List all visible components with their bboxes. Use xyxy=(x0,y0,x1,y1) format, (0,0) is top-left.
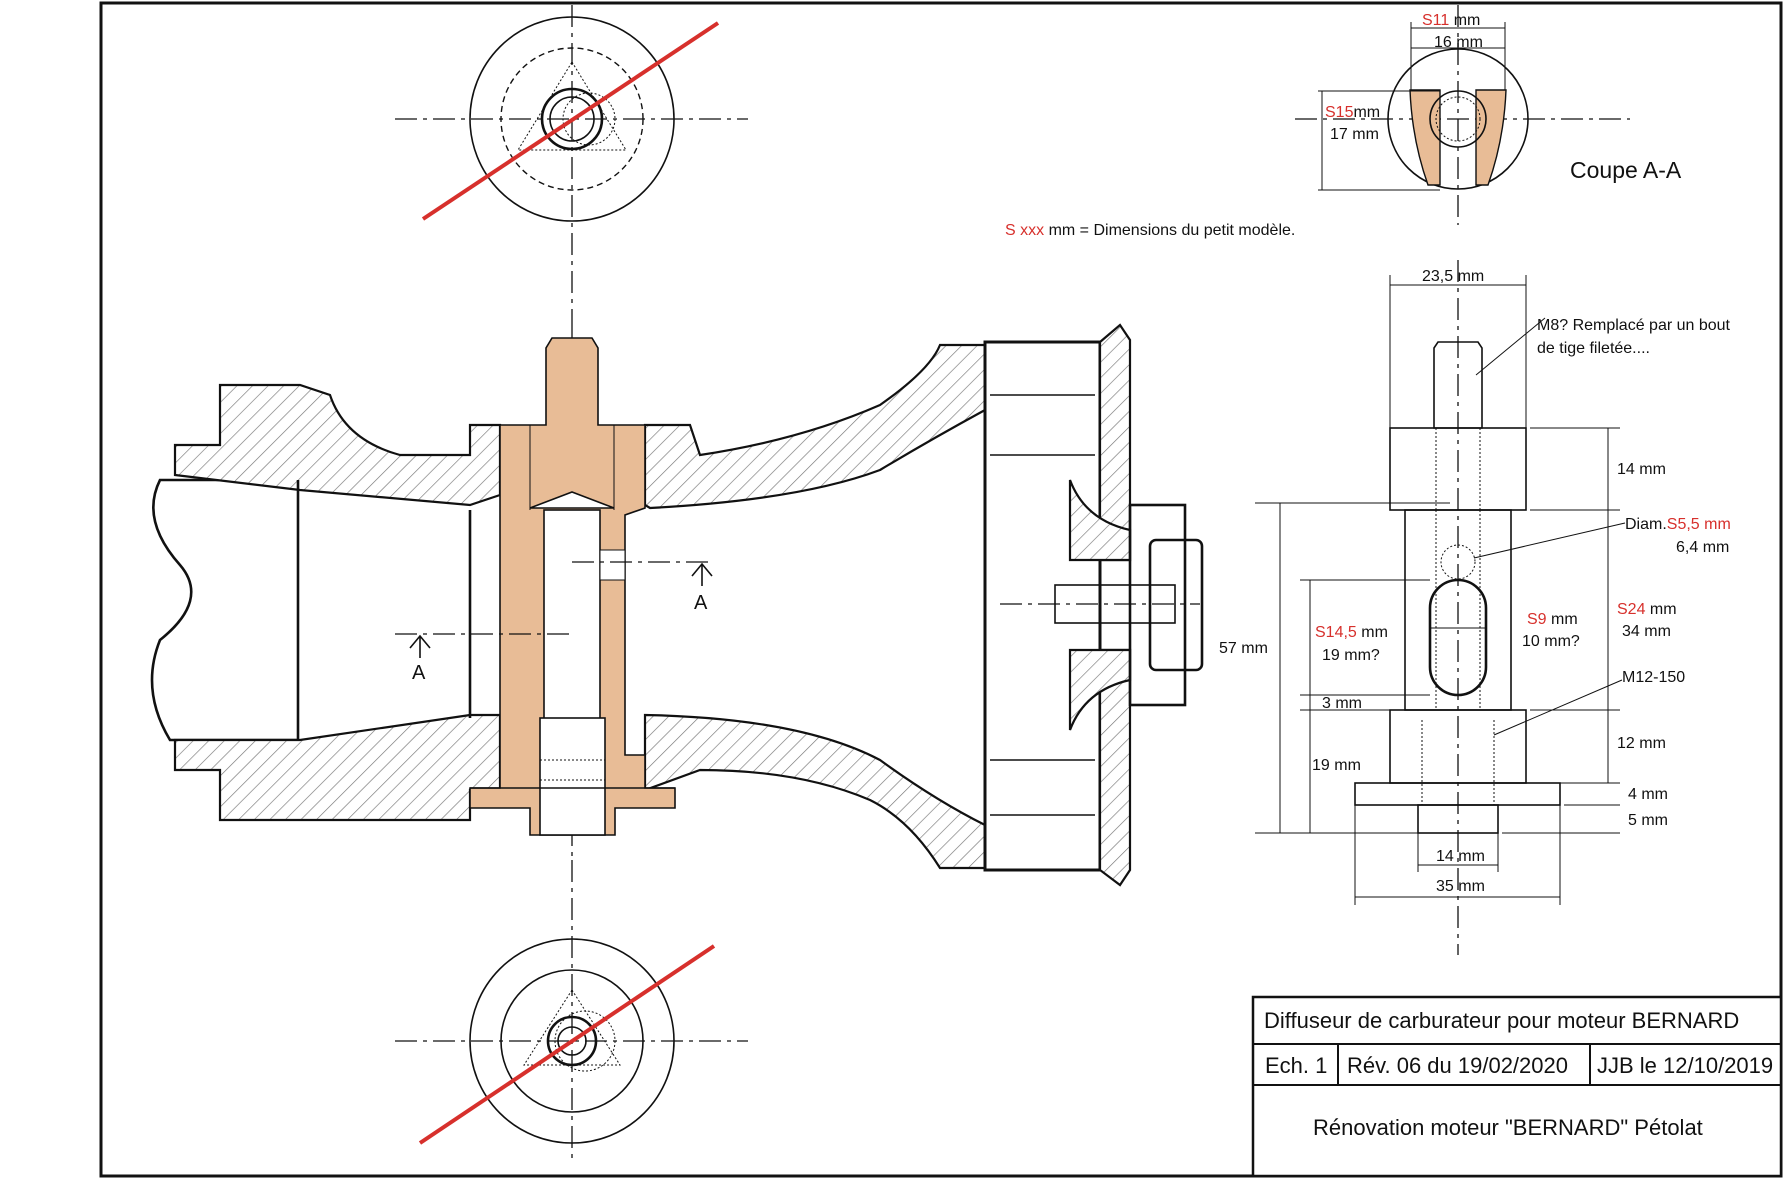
top-end-view xyxy=(395,5,748,330)
strike-line xyxy=(421,21,720,221)
stub-width-dim: 14 mm xyxy=(1436,848,1485,865)
body-height-value: 34 mm xyxy=(1622,623,1671,640)
flange-height-dim: 4 mm xyxy=(1628,786,1668,803)
strike-line xyxy=(418,944,716,1145)
slot-height-value: 19 mm? xyxy=(1322,647,1380,664)
top-width-dim: 23,5 mm xyxy=(1422,268,1484,285)
body-height-dim: S24 mm xyxy=(1617,601,1677,618)
note-line-1: M8? Remplacé par un bout xyxy=(1537,317,1731,334)
drawing-author: JJB le 12/10/2019 xyxy=(1597,1053,1773,1078)
slot-width-dim: S9 mm xyxy=(1527,611,1578,628)
gap-dim: 3 mm xyxy=(1322,695,1362,712)
title-block xyxy=(1251,995,1783,1178)
section-mark-a-lower: A xyxy=(412,662,426,684)
hole-diameter-value: 6,4 mm xyxy=(1676,539,1729,556)
hole-diameter-dim: Diam.S5,5 mm xyxy=(1625,516,1731,533)
section-title: Coupe A-A xyxy=(1570,157,1682,183)
section-width-value: 16 mm xyxy=(1434,34,1483,51)
slot-width-value: 10 mm? xyxy=(1522,633,1580,650)
drawing-scale: Ech. 1 xyxy=(1265,1053,1327,1078)
bottom-end-view xyxy=(395,860,748,1160)
drawing-frame xyxy=(99,1,1783,1178)
diffuser-part-view xyxy=(1255,260,1626,955)
total-height-dim: 57 mm xyxy=(1219,640,1268,657)
thread-label: M12-150 xyxy=(1622,669,1685,686)
section-height-value: 17 mm xyxy=(1330,126,1379,143)
carburetor-section-view xyxy=(150,323,1204,887)
section-width-dim: S11 mm xyxy=(1422,12,1480,29)
head-height-dim: 14 mm xyxy=(1617,461,1666,478)
stub-height-dim: 5 mm xyxy=(1628,812,1668,829)
drawing-title: Diffuseur de carburateur pour moteur BER… xyxy=(1264,1008,1739,1033)
note-line-2: de tige filetée.... xyxy=(1537,340,1650,357)
dimension-legend: S xxx mm = Dimensions du petit modèle. xyxy=(1005,222,1295,239)
flange-width-dim: 35 mm xyxy=(1436,878,1485,895)
section-a-a-view xyxy=(1295,5,1630,225)
collar-height-dim: 12 mm xyxy=(1617,735,1666,752)
section-height-dim: S15mm xyxy=(1325,104,1380,121)
drawing-revision: Rév. 06 du 19/02/2020 xyxy=(1347,1053,1568,1078)
project-name: Rénovation moteur "BERNARD" Pétolat xyxy=(1313,1115,1703,1140)
base-height-dim: 19 mm xyxy=(1312,757,1361,774)
slot-height-dim: S14,5 mm xyxy=(1315,624,1388,641)
section-mark-a-upper: A xyxy=(694,592,708,614)
